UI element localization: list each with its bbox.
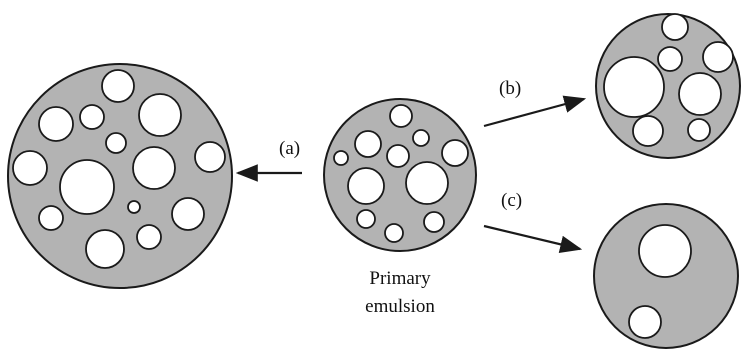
- label-a: (a): [279, 138, 300, 159]
- droplet-b-result: [595, 13, 741, 159]
- inner-droplet: [661, 13, 689, 41]
- inner-droplet: [12, 150, 48, 186]
- inner-droplet: [79, 104, 105, 130]
- inner-droplet: [702, 41, 734, 73]
- arrow-c: [483, 224, 583, 253]
- inner-droplet: [603, 56, 665, 118]
- inner-droplet: [405, 161, 449, 205]
- inner-droplet: [85, 229, 125, 269]
- inner-droplet: [171, 197, 205, 231]
- inner-droplet: [101, 69, 135, 103]
- inner-droplet: [628, 305, 662, 339]
- inner-droplet: [412, 129, 430, 147]
- inner-droplet: [638, 224, 692, 278]
- inner-droplet: [194, 141, 226, 173]
- primary-emulsion-label-line2: emulsion: [365, 296, 435, 317]
- inner-droplet: [138, 93, 182, 137]
- inner-droplet: [38, 205, 64, 231]
- inner-droplet: [356, 209, 376, 229]
- inner-droplet: [423, 211, 445, 233]
- inner-droplet: [632, 115, 664, 147]
- label-b: (b): [499, 78, 521, 99]
- inner-droplet: [132, 146, 176, 190]
- inner-droplet: [354, 130, 382, 158]
- inner-droplet: [347, 167, 385, 205]
- inner-droplet: [38, 106, 74, 142]
- inner-droplet: [389, 104, 413, 128]
- inner-droplet: [441, 139, 469, 167]
- inner-droplet: [127, 200, 141, 214]
- droplet-primary: [323, 98, 477, 252]
- label-c: (c): [501, 190, 522, 211]
- primary-emulsion-label-line1: Primary: [369, 268, 431, 289]
- inner-droplet: [59, 159, 115, 215]
- inner-droplet: [333, 150, 349, 166]
- arrow-b: [483, 95, 587, 128]
- droplet-c-result: [593, 203, 739, 349]
- inner-droplet: [384, 223, 404, 243]
- inner-droplet: [386, 144, 410, 168]
- inner-droplet: [678, 72, 722, 116]
- inner-droplet: [657, 46, 683, 72]
- inner-droplet: [136, 224, 162, 250]
- inner-droplet: [105, 132, 127, 154]
- inner-droplet: [687, 118, 711, 142]
- droplet-a-result: [7, 63, 233, 289]
